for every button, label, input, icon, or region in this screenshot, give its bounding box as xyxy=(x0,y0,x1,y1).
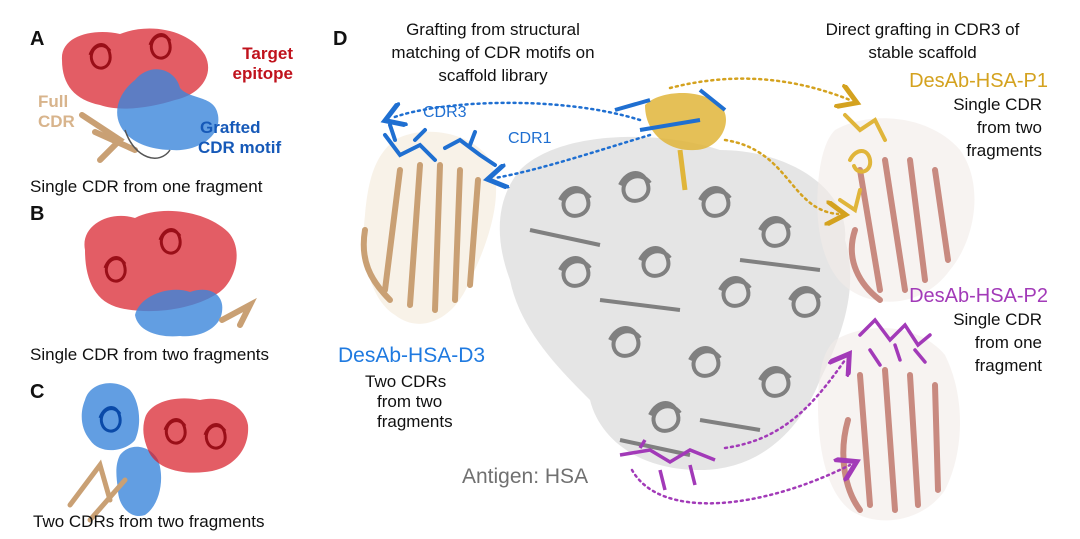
p1-desc-line-2: from two xyxy=(976,118,1042,137)
p1-description: Single CDR from two fragments xyxy=(880,93,1042,162)
panel-b-scaffold xyxy=(219,297,257,328)
desab-hsa-d3-name: DesAb-HSA-D3 xyxy=(338,344,486,367)
p1-desc-line-1: Single CDR xyxy=(953,95,1042,114)
panel-c-artwork xyxy=(67,383,249,523)
full-cdr-label: Full CDR xyxy=(38,92,75,132)
d-right-title-line-1: Direct grafting in CDR3 of xyxy=(825,20,1020,39)
d3-scaffold-artwork xyxy=(360,123,497,324)
full-cdr-line-1: Full xyxy=(38,92,69,111)
panel-c-caption: Two CDRs from two fragments xyxy=(33,512,265,531)
panel-c-cdr-helix xyxy=(98,406,122,433)
hsa-gold-blue-epitope xyxy=(614,88,727,191)
p1-desc-line-3: fragments xyxy=(966,141,1042,160)
arrow-p1-top xyxy=(668,77,850,100)
panel-a-cdr-surface xyxy=(117,69,219,151)
arrow-p2-top xyxy=(723,360,845,450)
arrow-cdr3 xyxy=(392,101,642,120)
arrow-p2-bottom xyxy=(630,465,850,505)
p1-scaffold-artwork xyxy=(817,113,975,303)
hsa-helices xyxy=(529,171,822,457)
panel-b-letter: B xyxy=(30,203,45,225)
d3-desc-line-3: fragments xyxy=(377,412,453,431)
panel-c-letter: C xyxy=(30,381,45,403)
panel-c-cdr-surface-1 xyxy=(81,383,140,451)
p2-description: Single CDR from one fragment xyxy=(880,308,1042,377)
panel-b-epitope-helices xyxy=(103,228,182,283)
hsa-antigen-artwork xyxy=(499,88,851,491)
panel-b-artwork xyxy=(84,210,257,337)
hsa-surface xyxy=(499,136,851,470)
panel-c-epitope-helices xyxy=(163,418,227,450)
panel-b-epitope-surface xyxy=(84,210,237,312)
desab-hsa-p1-name: DesAb-HSA-P1 xyxy=(909,70,1048,92)
d-left-title: Grafting from structural matching of CDR… xyxy=(343,18,643,87)
panel-c-scaffold xyxy=(67,459,128,523)
cdr1-label: CDR1 xyxy=(508,130,552,147)
cdr3-label: CDR3 xyxy=(423,104,467,121)
panel-c-cdr-surface-2 xyxy=(116,446,162,516)
p2-desc-line-3: fragment xyxy=(974,356,1042,375)
panel-d-letter: D xyxy=(333,28,348,50)
panel-a-artwork xyxy=(61,28,219,163)
d-right-title-line-2: stable scaffold xyxy=(868,43,977,62)
arrow-p1-bottom xyxy=(723,138,838,214)
panel-c-epitope-surface xyxy=(143,398,249,473)
target-epitope-line-1: Target xyxy=(242,44,293,63)
d3-desc-line-1: Two CDRs xyxy=(365,372,447,391)
d-left-title-line-1: Grafting from structural xyxy=(406,20,580,39)
d-left-title-line-2: matching of CDR motifs on xyxy=(391,43,595,62)
grafted-cdr-line-1: Grafted xyxy=(200,118,261,137)
flow-arrows xyxy=(392,77,850,505)
d-left-title-line-3: scaffold library xyxy=(438,66,548,85)
d3-description: Two CDRs from two fragments xyxy=(365,372,453,432)
d3-desc-line-2: from two xyxy=(377,392,443,411)
full-cdr-line-2: CDR xyxy=(38,112,75,131)
arrow-cdr1 xyxy=(495,133,652,178)
hsa-purple-epitope xyxy=(619,439,716,491)
panel-a-letter: A xyxy=(30,28,45,50)
p2-desc-line-1: Single CDR xyxy=(953,310,1042,329)
panel-a-scaffold xyxy=(79,112,138,163)
panel-b-caption: Single CDR from two fragments xyxy=(30,345,270,364)
antigen-hsa-label: Antigen: HSA xyxy=(462,465,589,488)
panel-a-epitope-helices xyxy=(88,33,172,70)
p2-desc-line-2: from one xyxy=(974,333,1042,352)
d-right-title: Direct grafting in CDR3 of stable scaffo… xyxy=(790,18,1055,64)
target-epitope-line-2: epitope xyxy=(232,64,293,83)
desab-hsa-p2-name: DesAb-HSA-P2 xyxy=(909,285,1048,307)
grafted-cdr-motif-label: Grafted CDR motif xyxy=(198,118,281,158)
panel-a-caption: Single CDR from one fragment xyxy=(30,177,263,196)
target-epitope-label: Target epitope xyxy=(215,44,293,84)
grafted-cdr-line-2: CDR motif xyxy=(198,138,282,157)
panel-b-cdr-surface xyxy=(135,289,223,337)
